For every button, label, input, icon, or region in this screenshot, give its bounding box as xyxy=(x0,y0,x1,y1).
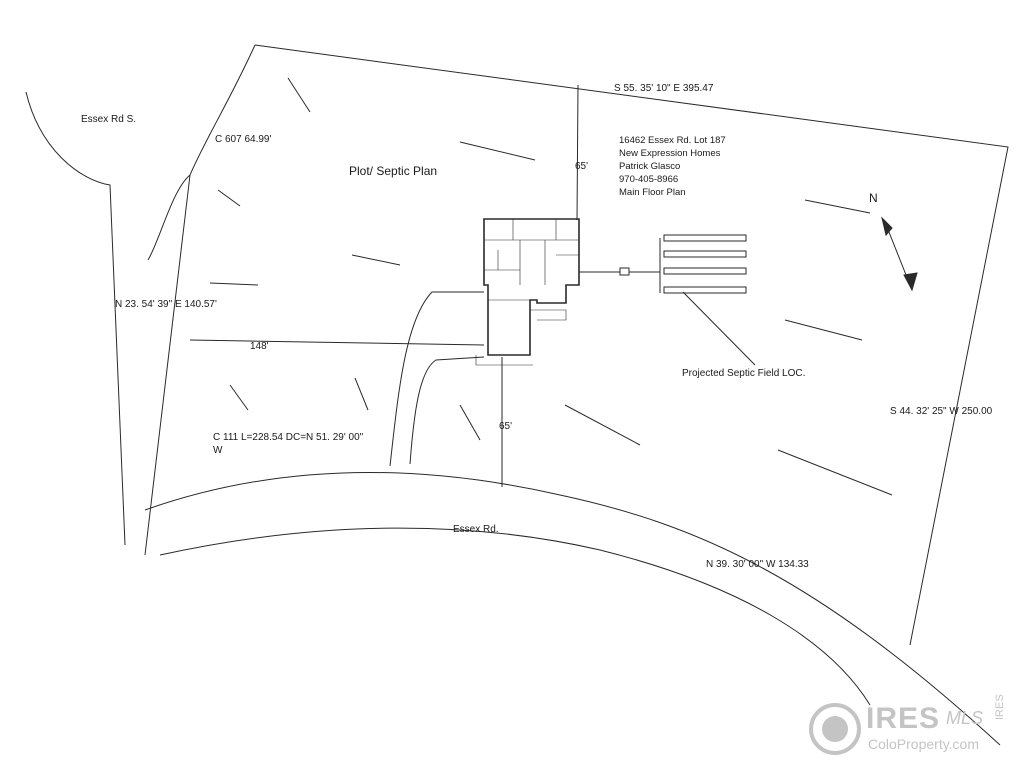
septic-tank xyxy=(619,267,630,276)
septic-field-line-1 xyxy=(663,234,747,242)
septic-field-line-4 xyxy=(663,286,747,294)
property-boundary xyxy=(147,44,1009,646)
label-south-boundary: N 39. 30' 00" W 134.33 xyxy=(706,559,809,570)
label-setback-top: 65' xyxy=(575,161,589,172)
driveway xyxy=(389,291,485,467)
info-address: 16462 Essex Rd. Lot 187 xyxy=(619,135,726,146)
house-outline xyxy=(483,218,580,356)
watermark-suffix: MLS xyxy=(946,708,984,728)
label-west-boundary: N 23. 54' 39" E 140.57' xyxy=(115,299,217,310)
north-arrow-label: N xyxy=(869,191,878,205)
watermark-side: IRES xyxy=(994,694,1006,720)
setback-line-top xyxy=(576,84,579,221)
septic-callout-leader xyxy=(682,291,756,366)
label-north-boundary: S 55. 35' 10" E 395.47 xyxy=(614,83,714,94)
essex-rd-south-edge xyxy=(159,527,871,706)
label-septic-field: Projected Septic Field LOC. xyxy=(682,368,806,379)
watermark-brand: IRES xyxy=(866,702,941,735)
info-phone: 970-405-8966 xyxy=(619,174,679,185)
cul-de-sac-inner xyxy=(144,174,191,556)
label-curve-lower-2: W xyxy=(213,445,223,456)
label-essex-rd: Essex Rd. xyxy=(453,524,499,535)
label-essex-rd-s: Essex Rd S. xyxy=(81,114,137,125)
septic-field-line-3 xyxy=(663,267,747,275)
label-east-boundary: S 44. 32' 25" W 250.00 xyxy=(890,406,993,417)
label-curve-lower-1: C 111 L=228.54 DC=N 51. 29' 00" xyxy=(213,432,364,443)
label-side-dimension: 148' xyxy=(250,341,269,352)
ires-watermark: IRES MLS ColoProperty.com IRES xyxy=(808,694,1018,760)
info-sheet-name: Main Floor Plan xyxy=(619,187,686,198)
house-interior-walls xyxy=(484,219,579,301)
info-block: 16462 Essex Rd. Lot 187 New Expression H… xyxy=(619,134,726,199)
plan-title: Plot/ Septic Plan xyxy=(349,164,438,178)
label-curve-upper: C 607 64.99' xyxy=(215,134,272,145)
info-contact-name: Patrick Glasco xyxy=(619,161,681,172)
label-setback-bottom: 65' xyxy=(499,421,513,432)
essex-rd-s-curve xyxy=(25,91,126,546)
essex-rd-north-edge xyxy=(144,472,1001,746)
patio-outline xyxy=(475,309,567,366)
watermark-site: ColoProperty.com xyxy=(868,736,980,752)
side-dimension-line xyxy=(189,339,485,346)
ires-logo-icon xyxy=(809,703,861,755)
slope-hash-marks xyxy=(209,77,893,496)
septic-field-line-2 xyxy=(663,250,747,258)
north-arrow xyxy=(881,216,918,292)
info-builder: New Expression Homes xyxy=(619,148,721,159)
